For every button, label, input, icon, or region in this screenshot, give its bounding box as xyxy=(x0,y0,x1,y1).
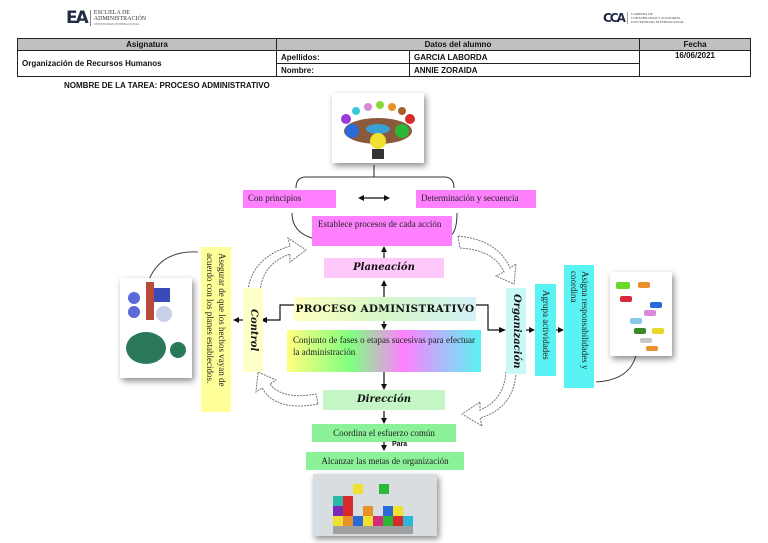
cycle-arrow-control-to-planning xyxy=(247,236,307,293)
subject-value: Organización de Recursos Humanos xyxy=(17,50,277,77)
organization-branch-line xyxy=(474,304,500,331)
cycle-arrows xyxy=(247,235,517,428)
meeting-illustration xyxy=(341,101,415,159)
ea-logo-mark: EA xyxy=(66,8,89,28)
teamwork-image xyxy=(313,474,437,536)
organization-label: Organización xyxy=(506,288,526,374)
organization-chart-image xyxy=(610,272,672,356)
center-title: PROCESO ADMINISTRATIVO xyxy=(294,297,476,321)
cycle-arrow-organization-to-direction xyxy=(461,371,517,428)
organization-image-connector xyxy=(595,354,637,383)
planning-note-principles: Con principios xyxy=(243,190,336,208)
planning-note-sequence: Determinación y secuencia xyxy=(416,190,536,208)
center-up-arrowhead xyxy=(381,280,387,286)
control-image xyxy=(120,278,192,378)
planning-description: Establece procesos de cada acción xyxy=(312,216,452,246)
planning-up-arrowhead xyxy=(381,246,387,252)
cca-logo: CCA CARRERA DE CONTABILIDAD Y AUDITORÍA … xyxy=(603,11,684,25)
direction-step2: Alcanzar las metas de organización xyxy=(306,452,464,470)
organization-step2-arrowhead xyxy=(558,327,564,333)
organization-step1: Agrupa actividades xyxy=(535,284,556,376)
date-value: 16/06/2021 xyxy=(639,50,751,77)
logo-line1: CARRERA DE xyxy=(630,12,653,16)
control-desc-arrowhead xyxy=(233,317,239,323)
planning-bracket-top xyxy=(295,176,455,189)
coordina-down-arrowhead xyxy=(381,418,387,424)
organization-step2: Asigna responsabilidades y coordina xyxy=(564,265,594,388)
control-branch-line xyxy=(266,304,296,321)
center-down-arrowhead xyxy=(381,324,387,330)
task-title: NOMBRE DE LA TAREA: PROCESO ADMINISTRATI… xyxy=(64,81,270,90)
logo-line1: ESCUELA DE xyxy=(93,10,130,16)
date-header: Fecha xyxy=(639,38,751,51)
org-chart-illustration xyxy=(616,282,664,351)
organization-step-arrowhead xyxy=(529,327,535,333)
control-arrowhead xyxy=(260,317,267,323)
planning-bracket-left xyxy=(291,212,313,239)
control-label: Control xyxy=(243,288,263,372)
puzzle-illustration xyxy=(313,474,437,536)
cycle-arrow-planning-to-organization xyxy=(457,235,517,285)
center-description: Conjunto de fases o etapas sucesivas par… xyxy=(287,330,481,372)
control-image-connector xyxy=(147,251,199,283)
direction-label: Dirección xyxy=(323,390,445,410)
student-info-table: Asignatura Datos del alumno Fecha Organi… xyxy=(17,38,751,77)
control-description: Asegurar de que los hechos vayan de acue… xyxy=(201,247,231,412)
logo-line2: ADMINISTRACIÓN xyxy=(93,16,147,22)
double-arrow-left-head xyxy=(358,195,364,201)
double-arrow-right-head xyxy=(384,195,390,201)
goal-down-arrowhead xyxy=(381,445,387,451)
cycle-arrow-direction-to-control xyxy=(255,371,319,407)
logo-line2: CONTABILIDAD Y AUDITORÍA xyxy=(630,16,681,20)
meeting-table-image xyxy=(332,93,424,163)
logo-tagline: UNIVERSIDAD INTERNACIONAL xyxy=(93,22,140,26)
cca-logo-mark: CCA xyxy=(603,11,626,25)
control-illustration xyxy=(126,282,186,364)
direction-connector-label: Para xyxy=(392,441,408,448)
organization-arrowhead xyxy=(499,327,506,333)
direction-down-arrowhead xyxy=(381,384,387,390)
escuela-administracion-logo: EA ESCUELA DE ADMINISTRACIÓN UNIVERSIDAD… xyxy=(66,8,146,28)
logo-tagline: UNIVERSIDAD INTERNACIONAL xyxy=(630,20,685,24)
name-value: ANNIE ZORAIDA xyxy=(409,63,640,77)
direction-step1: Coordina el esfuerzo común xyxy=(312,424,456,442)
planning-label: Planeación xyxy=(324,258,444,278)
